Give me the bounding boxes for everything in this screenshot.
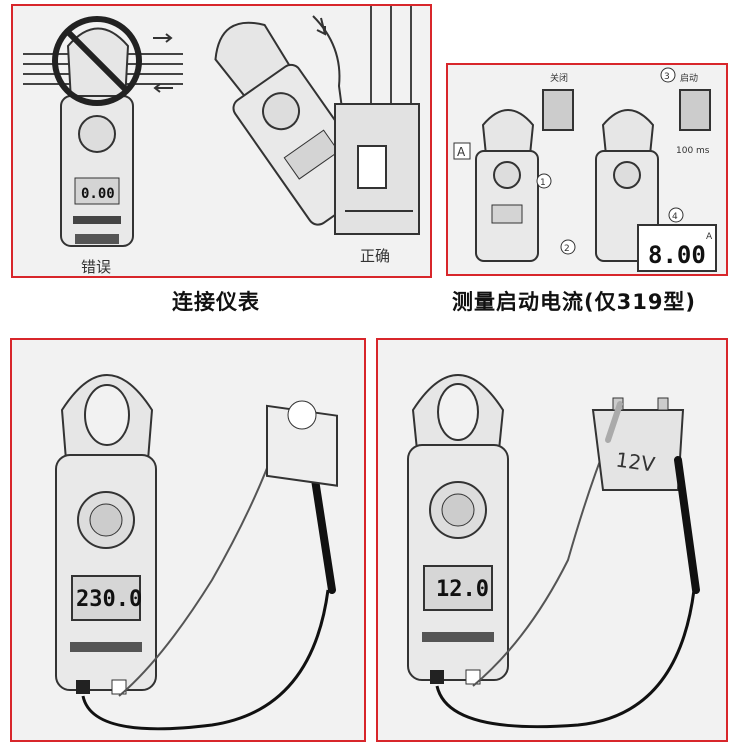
lcd-reading: 0.00 — [81, 186, 115, 202]
v-jack-icon — [465, 669, 481, 685]
step-3: 3 — [664, 72, 670, 82]
panel-ac-voltage: 230.0 — [10, 338, 366, 742]
step-1: 1 — [540, 178, 546, 188]
panel-inrush-current: A 1 2 3 4 关闭 启动 100 ms 8.00 A — [446, 63, 728, 276]
caption-inrush: 测量启动电流(仅319型) — [452, 290, 697, 314]
connect-illustration: 错误 正确 0.00 — [23, 6, 420, 276]
black-probe — [674, 456, 700, 594]
panel-connect-meter: 错误 正确 0.00 — [11, 4, 432, 278]
lcd-display — [71, 575, 141, 621]
v-jack-icon — [111, 679, 127, 695]
battery-label: 12V — [614, 447, 656, 476]
motor-on-label: 启动 — [680, 72, 698, 84]
motor-off-icon — [542, 89, 574, 131]
step-2: 2 — [564, 244, 570, 254]
dc-illustration: 12V 12.0 — [407, 374, 700, 729]
correct-label: 正确 — [360, 247, 390, 265]
wrong-label: 错误 — [81, 258, 111, 276]
meter-body — [55, 454, 157, 691]
lcd-reading: 8.00 — [648, 241, 706, 269]
panel-dc-voltage: 12V 12.0 — [376, 338, 728, 742]
lcd-reading: 12.0 — [436, 577, 489, 602]
battery-icon — [591, 409, 685, 491]
inrush-illustration: A 1 2 3 4 关闭 启动 100 ms 8.00 A — [453, 67, 717, 272]
com-jack-icon — [76, 680, 90, 694]
step-4: 4 — [672, 212, 678, 222]
motor-on-icon — [679, 89, 711, 131]
lcd-display — [423, 565, 493, 611]
timing-label: 100 ms — [676, 146, 710, 156]
meter-body — [407, 444, 509, 681]
com-jack-icon — [430, 670, 444, 684]
marker-a: A — [457, 145, 466, 159]
prohibited-icon — [52, 16, 142, 106]
lcd-reading: 230.0 — [76, 587, 142, 612]
motor-off-label: 关闭 — [550, 72, 568, 84]
red-probe — [605, 401, 623, 443]
ac-illustration: 230.0 — [55, 374, 338, 731]
caption-connect: 连接仪表 — [172, 290, 260, 314]
unit-label: A — [706, 232, 713, 242]
lcd-zoom — [637, 224, 717, 272]
